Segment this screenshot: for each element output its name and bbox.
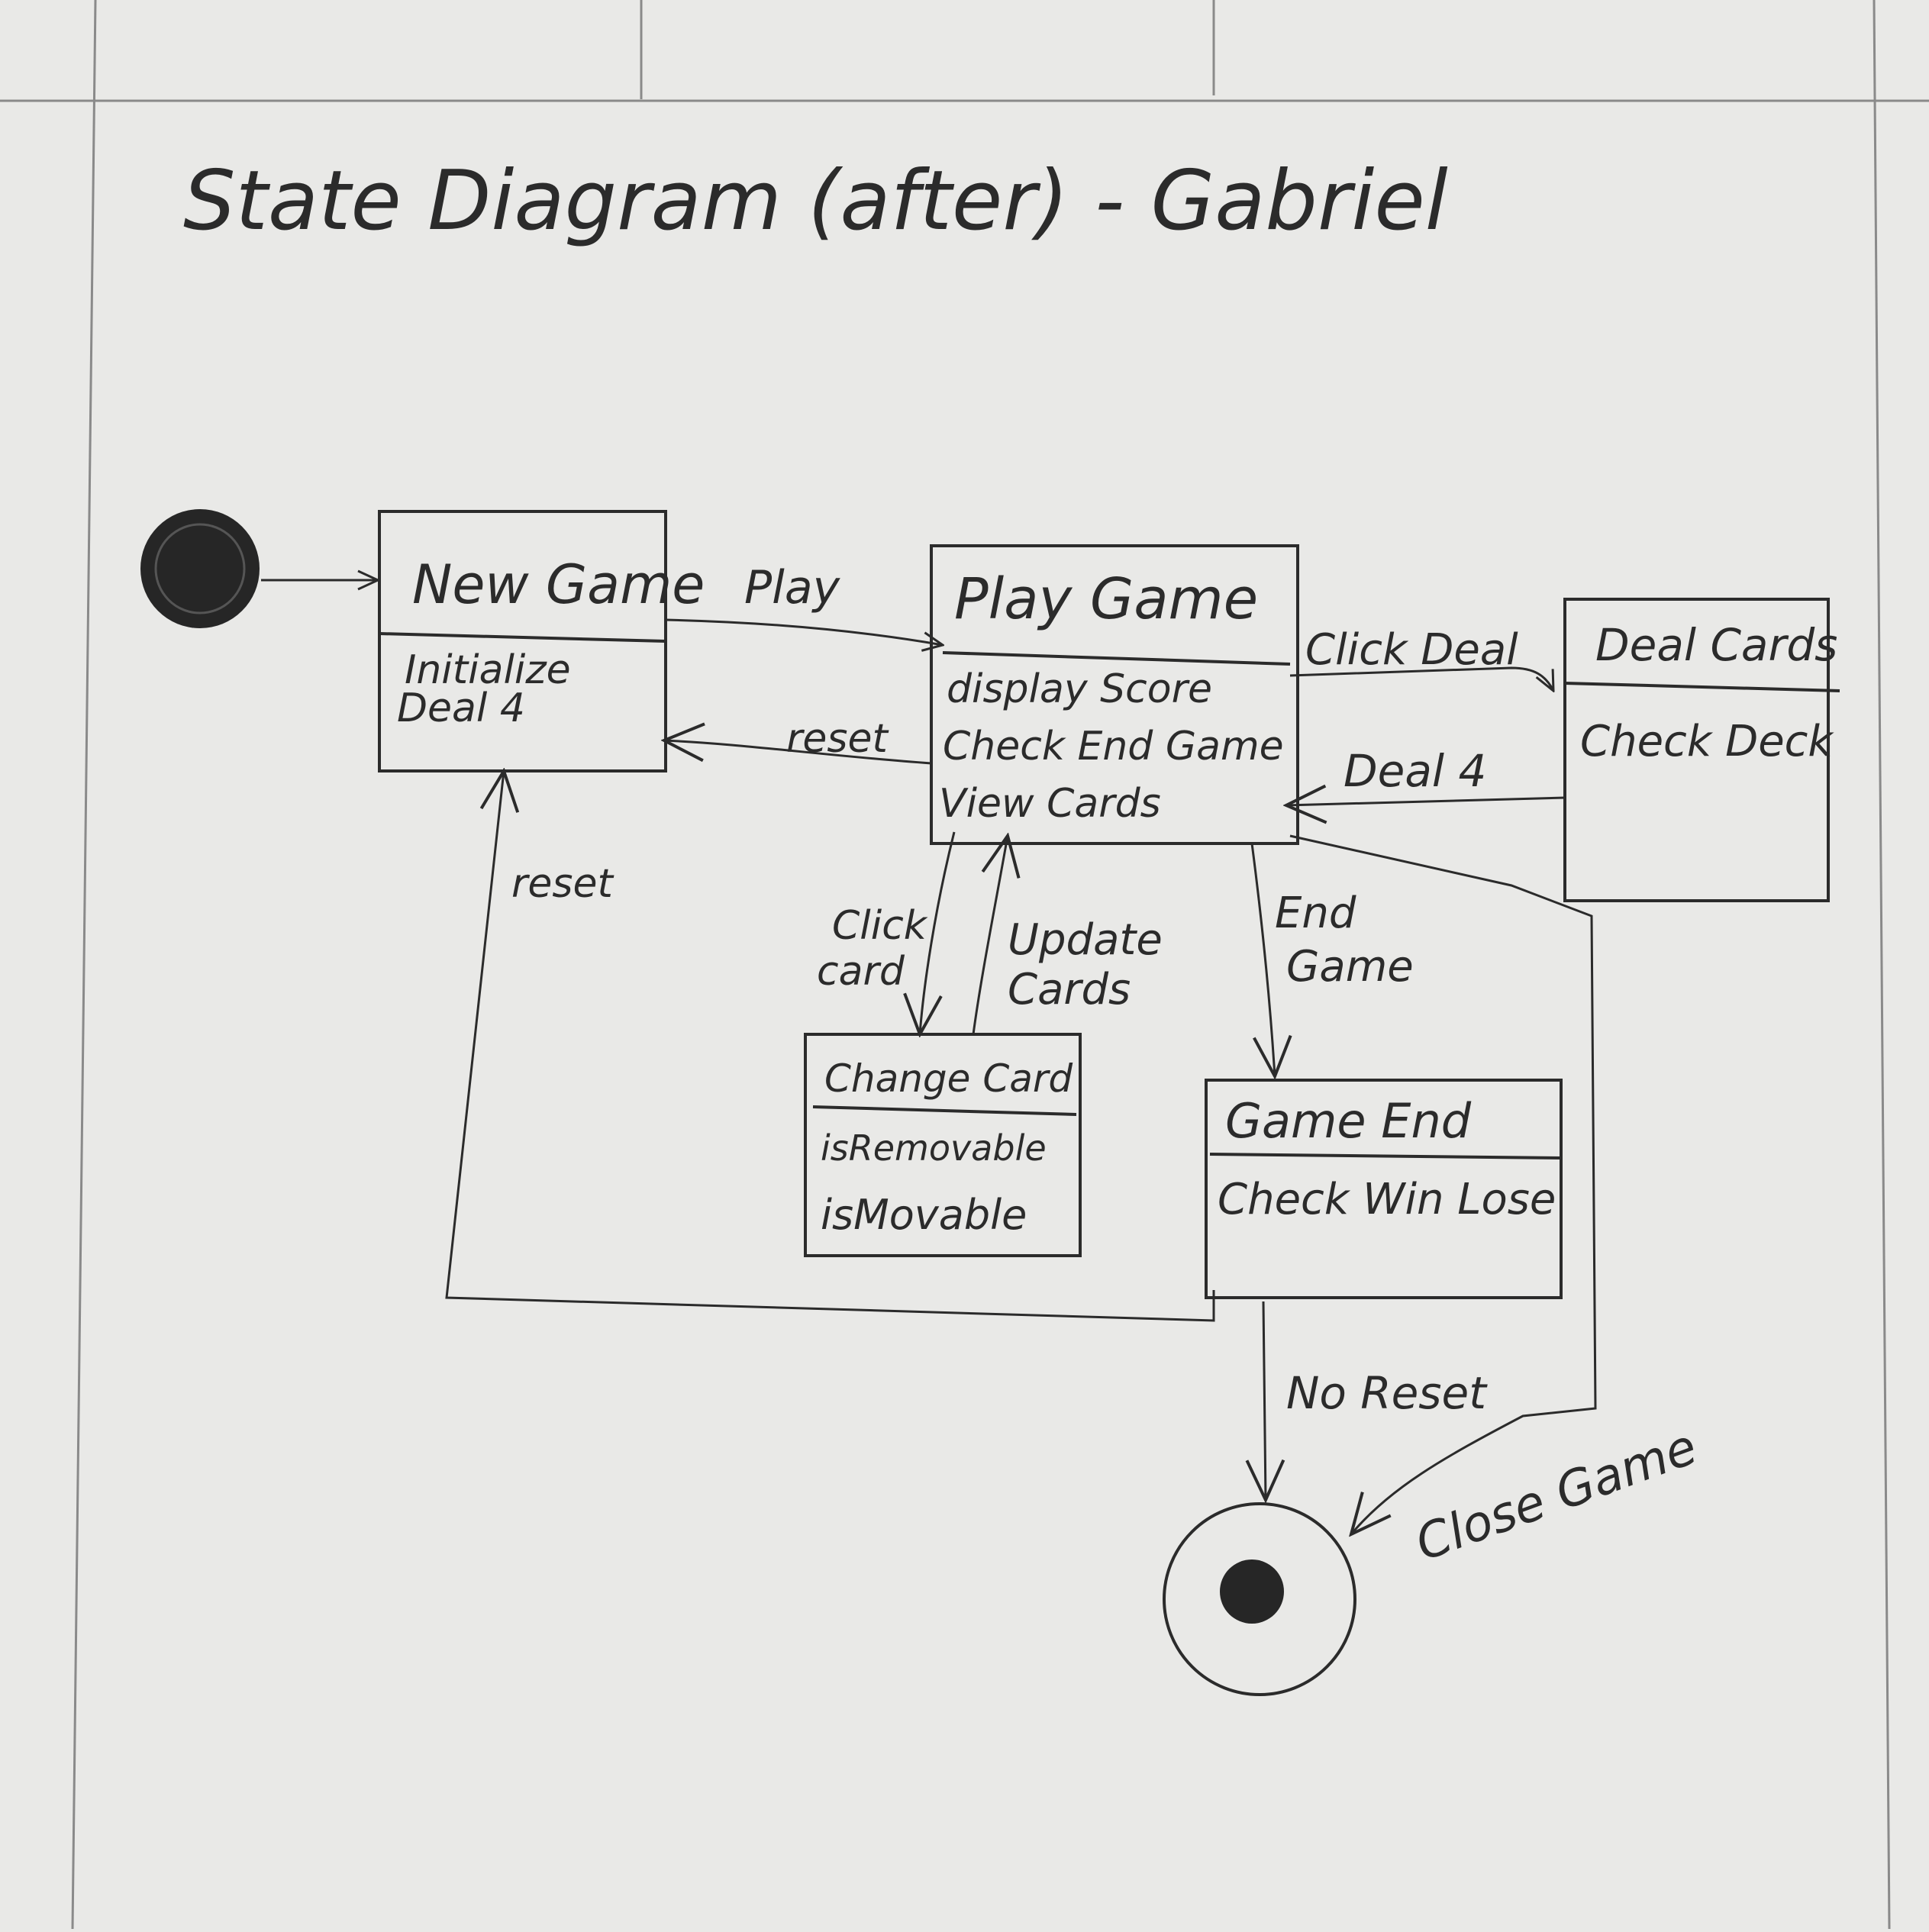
transition-no-reset xyxy=(1263,1301,1266,1500)
state-activity: View Cards xyxy=(939,781,1161,827)
final-state xyxy=(1163,1502,1356,1696)
transition-click-card xyxy=(920,831,956,1034)
state-box xyxy=(930,544,1299,845)
state-activity: Initialize xyxy=(405,647,571,693)
label-update: Update xyxy=(1008,915,1163,965)
state-box xyxy=(804,1033,1082,1257)
initial-state-dot xyxy=(140,509,260,628)
state-name: Play Game xyxy=(954,566,1258,632)
label-deal-4: Deal 4 xyxy=(1344,745,1486,797)
transition-update-cards xyxy=(972,836,1008,1035)
transition-labels: Play reset Click Deal Deal 4 Click card … xyxy=(511,561,1704,1572)
final-state-dot xyxy=(1220,1559,1284,1624)
state-change-card: Change Card isRemovable isMovable xyxy=(804,1033,1082,1257)
state-divider xyxy=(812,1105,1077,1116)
label-no-reset: No Reset xyxy=(1286,1367,1488,1419)
state-divider xyxy=(942,651,1291,666)
initial-state-scribble xyxy=(154,523,246,614)
state-activity: Check Deck xyxy=(1580,717,1834,766)
label-cards: Cards xyxy=(1008,965,1131,1014)
page-title: State Diagram (after) - Gabriel xyxy=(183,153,1448,249)
label-card: card xyxy=(817,949,905,995)
label-end: End xyxy=(1275,889,1356,938)
state-activity: isRemovable xyxy=(821,1127,1047,1169)
state-divider xyxy=(1209,1153,1562,1160)
transition-reset-play xyxy=(664,740,932,765)
label-play: Play xyxy=(744,561,841,614)
state-box xyxy=(1563,598,1830,902)
label-click-deal: Click Deal xyxy=(1305,625,1518,675)
state-divider xyxy=(379,632,666,643)
initial-state xyxy=(140,509,260,628)
grid-line xyxy=(71,0,97,1930)
transition-click-deal xyxy=(1289,666,1553,691)
label-click: Click xyxy=(832,903,928,949)
grid-line xyxy=(1873,0,1891,1930)
label-reset-end: reset xyxy=(511,861,614,907)
state-divider xyxy=(1564,682,1840,692)
state-activity: display Score xyxy=(947,666,1212,712)
state-name: Change Card xyxy=(824,1056,1073,1101)
state-new-game: New Game Initialize Deal 4 xyxy=(378,510,705,772)
transition-play xyxy=(665,618,943,645)
state-name: New Game xyxy=(412,553,705,616)
label-reset-play: reset xyxy=(786,716,889,762)
transition-deal-4 xyxy=(1286,798,1566,805)
transition-reset-end xyxy=(445,771,1215,1322)
transitions xyxy=(261,580,1597,1534)
state-activity: Check Win Lose xyxy=(1218,1175,1556,1224)
state-activity: isMovable xyxy=(821,1191,1027,1239)
transition-close-game xyxy=(1289,834,1597,1534)
state-game-end: Game End Check Win Lose xyxy=(1205,1079,1563,1299)
label-close-game: Close Game xyxy=(1408,1419,1704,1572)
state-activity: Check End Game xyxy=(943,724,1284,769)
state-activity: Deal 4 xyxy=(397,685,525,731)
state-name: Game End xyxy=(1225,1093,1472,1149)
transition-end-game xyxy=(1250,843,1275,1076)
label-game: Game xyxy=(1286,942,1414,992)
state-name: Deal Cards xyxy=(1595,619,1837,671)
state-deal-cards: Deal Cards Check Deck xyxy=(1563,598,1840,902)
state-play-game: Play Game display Score Check End Game V… xyxy=(930,544,1299,845)
state-box xyxy=(1205,1079,1563,1299)
final-state-ring xyxy=(1163,1502,1356,1696)
